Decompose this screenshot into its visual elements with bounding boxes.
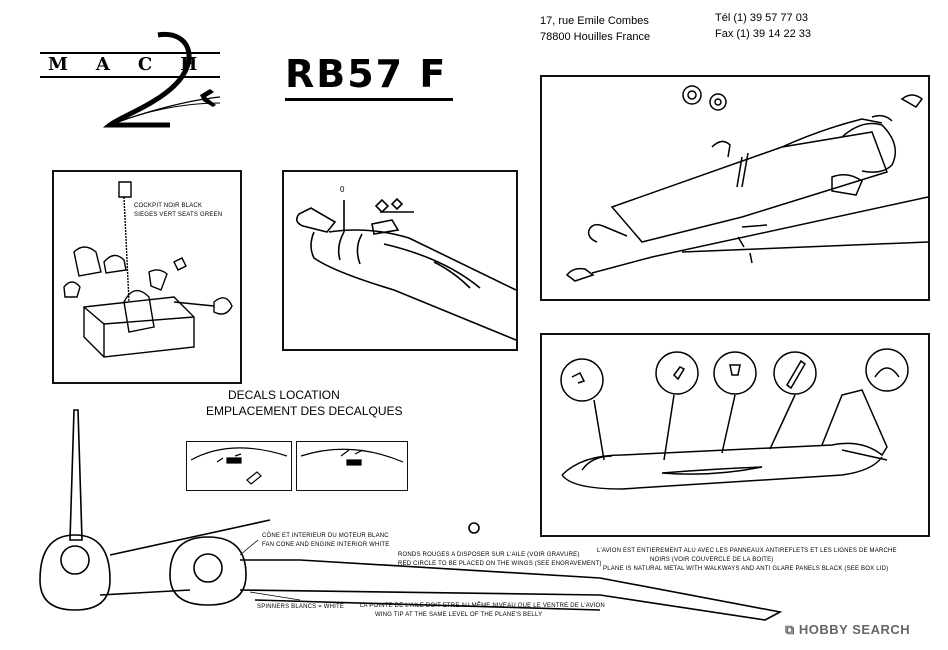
fax-number: Fax (1) 39 14 22 33 [715,28,812,40]
cockpit-panel: COCKPIT NOIR BLACK SIEGES VERT SEATS GRE… [52,170,242,384]
engine-drawing [565,85,929,282]
plane-note-fr-1: L'AVION EST ENTIEREMENT ALU AVEC LES PAN… [597,548,897,554]
side-view-panel [540,333,930,537]
decals-title-en: DECALS LOCATION [228,388,340,402]
phone-number: Tél (1) 39 57 77 03 [715,12,808,24]
nose-panel: 0 [282,170,518,351]
engine-panel [540,75,930,301]
hobby-search-watermark: ⧉ HOBBY SEARCH [785,622,910,638]
decal-canopy-right-drawing [300,448,404,466]
roundels-note-en: RED CIRCLE TO BE PLACED ON THE WINGS (SE… [398,561,602,567]
plane-note-fr-2: NOIRS (VOIR COUVERCLE DE LA BOITE) [650,557,774,563]
watermark-text: HOBBY SEARCH [798,622,911,637]
mach2-logo [102,32,221,128]
wingtip-note-fr: LA POINTE DE L'AILE DOIT ETRE AU MÊME NI… [360,603,605,609]
side-view-drawing [560,348,909,490]
cockpit-drawing [63,181,233,358]
roundels-note-fr: RONDS ROUGES A DISPOSER SUR L'AILE (VOIR… [398,552,580,558]
decals-title-fr: EMPLACEMENT DES DECALQUES [206,404,403,418]
decal-canopy-right [296,441,408,491]
address-line-2: 78800 Houilles France [540,31,651,43]
seats-color-label: SIEGES VERT SEATS GREEN [134,212,223,218]
engine-note-en: FAN CONE AND ENGINE INTERIOR WHITE [262,542,390,548]
decal-canopy-left [186,441,292,491]
nose-part-label: 0 [340,185,345,194]
plane-note-en: PLANE IS NATURAL METAL WITH WALKWAYS AND… [603,566,889,572]
title-underline [285,98,453,101]
cockpit-color-label: COCKPIT NOIR BLACK [134,203,203,209]
watermark-icon: ⧉ [785,622,799,637]
page-title: RB57 F [285,52,448,96]
engine-note-fr: CÔNE ET INTERIEUR DU MOTEUR BLANC [262,533,389,539]
decal-canopy-left-drawing [190,447,288,485]
nose-drawing [295,197,517,341]
wingtip-note-en: WING TIP AT THE SAME LEVEL OF THE PLANE'… [375,612,543,618]
spinners-note: SPINNERS BLANCS = WHITE [257,604,345,610]
logo-text: MACH [40,52,220,78]
address-line-1: 17, rue Emile Combes [540,15,649,27]
